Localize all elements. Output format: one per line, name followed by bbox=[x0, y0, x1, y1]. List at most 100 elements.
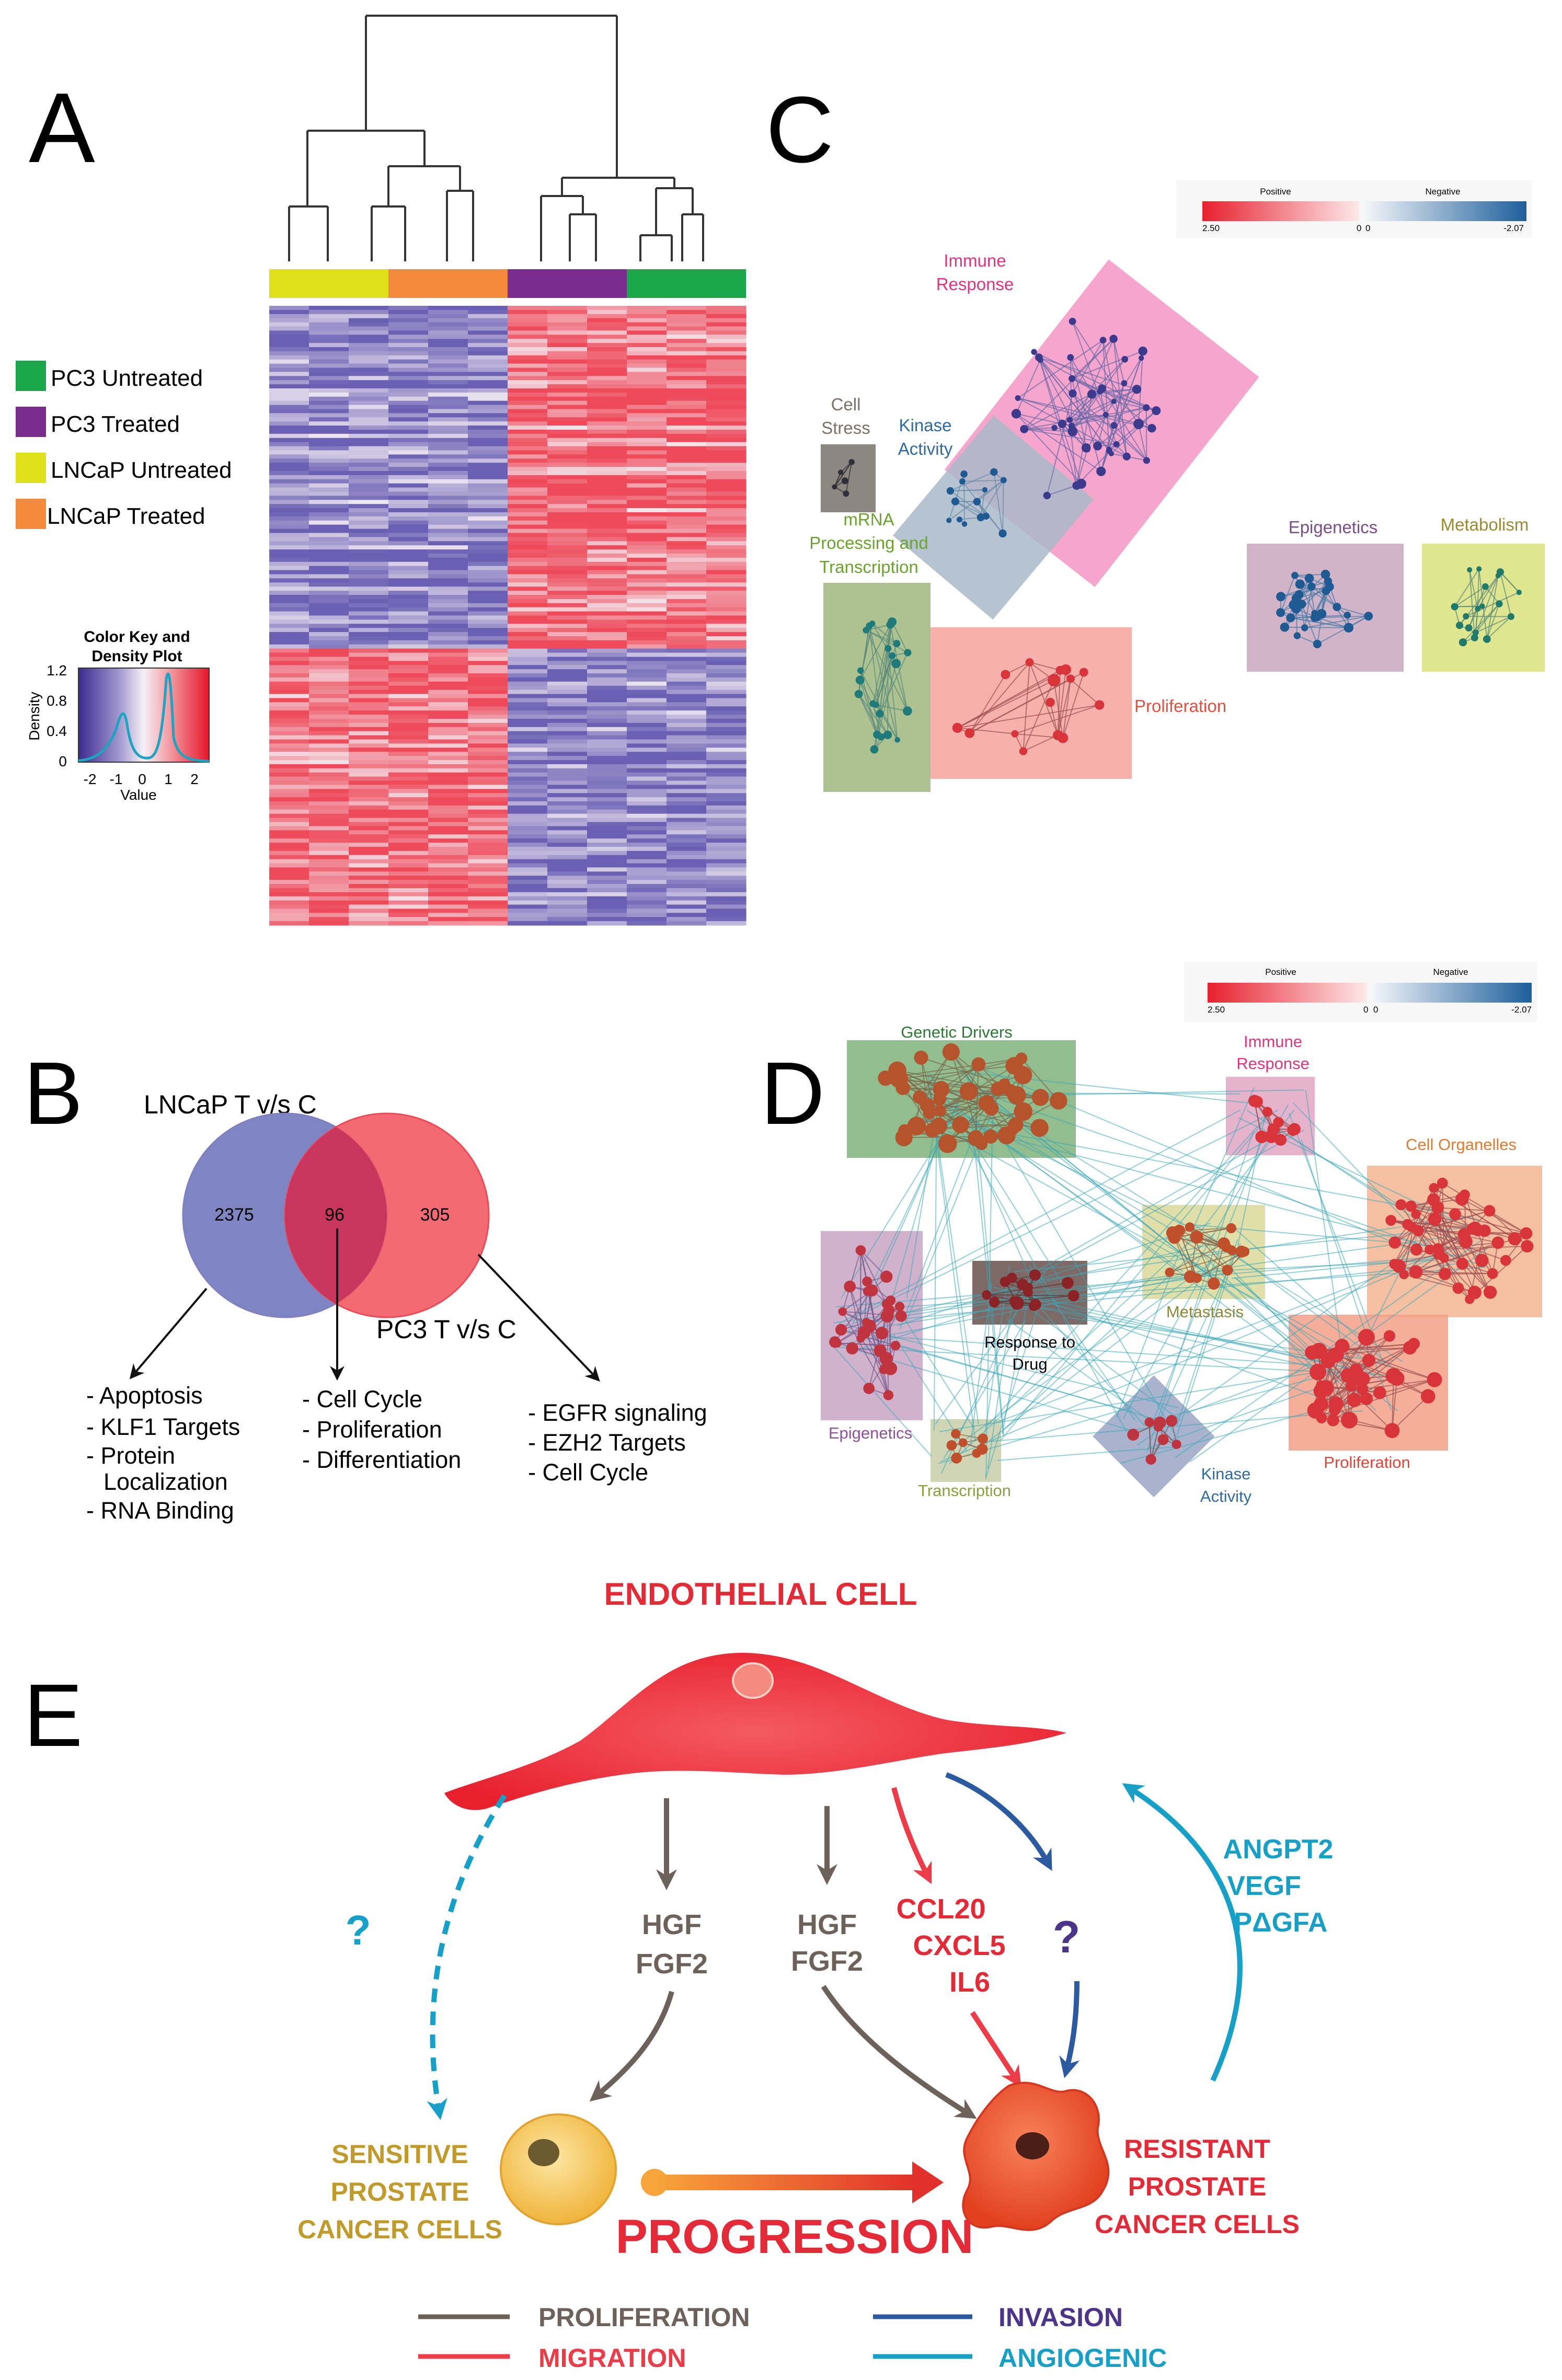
heatmap-cell bbox=[468, 430, 508, 434]
heatmap-cell bbox=[269, 652, 309, 658]
network-node bbox=[835, 1324, 847, 1336]
network-edge bbox=[929, 1072, 1065, 1286]
heatmap-cell bbox=[388, 904, 429, 909]
heatmap-cell bbox=[269, 846, 309, 852]
heatmap-cell bbox=[587, 330, 627, 335]
heatmap-cell bbox=[667, 458, 707, 463]
heatmap-cell bbox=[547, 685, 588, 691]
heatmap-cell bbox=[706, 768, 746, 773]
heatmap-cell bbox=[428, 743, 468, 748]
network-node bbox=[1061, 1277, 1074, 1289]
heatmap-cell bbox=[706, 483, 746, 488]
heatmap-cell bbox=[547, 719, 588, 723]
heatmap-cell bbox=[547, 400, 588, 406]
heatmap-cell bbox=[667, 752, 707, 756]
heatmap-cell bbox=[508, 351, 548, 356]
heatmap-cell bbox=[468, 409, 508, 413]
heatmap-cell bbox=[627, 743, 667, 748]
heatmap-cell bbox=[468, 471, 508, 476]
heatmap-cell bbox=[508, 380, 548, 385]
heatmap-cell bbox=[706, 561, 746, 567]
heatmap-cell bbox=[508, 793, 548, 798]
heatmap-cell bbox=[627, 797, 667, 802]
heatmap-cell bbox=[667, 673, 707, 678]
heatmap-cell bbox=[587, 355, 627, 360]
network-edge bbox=[1169, 1251, 1245, 1273]
network-node bbox=[903, 706, 912, 716]
heatmap-cell bbox=[388, 409, 429, 413]
heatmap-cell bbox=[547, 801, 588, 806]
network-node bbox=[951, 497, 959, 505]
heatmap-cell bbox=[349, 719, 389, 723]
heatmap-cell bbox=[667, 685, 707, 691]
heatmap-cell bbox=[388, 347, 429, 352]
term: - Differentiation bbox=[302, 1446, 461, 1473]
color-key-ytick-2: 0.8 bbox=[47, 693, 67, 709]
heatmap-cell bbox=[388, 533, 429, 537]
heatmap-cell bbox=[706, 537, 746, 542]
heatmap-cell bbox=[706, 710, 746, 715]
heatmap-cell bbox=[508, 524, 548, 530]
heatmap-cell bbox=[547, 557, 588, 562]
heatmap-cell bbox=[627, 884, 667, 889]
heatmap-cell bbox=[388, 661, 429, 665]
heatmap-cell bbox=[547, 698, 588, 703]
heatmap-cell bbox=[349, 669, 389, 674]
heatmap-cell bbox=[587, 574, 627, 579]
heatmap-cell bbox=[627, 367, 667, 372]
heatmap-cell bbox=[388, 446, 429, 451]
network-edge bbox=[931, 1075, 1127, 1432]
network-node bbox=[907, 1117, 926, 1135]
heatmap-cell bbox=[388, 557, 429, 562]
network-node bbox=[1145, 1454, 1156, 1465]
heatmap-cell bbox=[269, 752, 309, 756]
heatmap-cell bbox=[508, 467, 548, 472]
heatmap-cell bbox=[547, 615, 588, 620]
network-node bbox=[1291, 572, 1299, 579]
network-node bbox=[1138, 346, 1147, 356]
heatmap-cell bbox=[587, 467, 627, 472]
heatmap-cell bbox=[349, 615, 389, 620]
heatmap-cell bbox=[269, 343, 309, 348]
heatmap-cell bbox=[508, 603, 548, 608]
heatmap-cell bbox=[627, 661, 667, 665]
heatmap-cell bbox=[349, 756, 389, 761]
heatmap-cell bbox=[706, 512, 746, 517]
heatmap-cell bbox=[547, 818, 588, 823]
heatmap-cell bbox=[627, 351, 667, 356]
network-node bbox=[1449, 1208, 1461, 1221]
heatmap-cell bbox=[627, 496, 667, 500]
heatmap-cell bbox=[309, 636, 349, 641]
network-node bbox=[951, 1429, 961, 1439]
heatmap-cell bbox=[627, 491, 667, 496]
heatmap-cell bbox=[468, 496, 508, 500]
network-edge bbox=[1010, 1293, 1181, 1421]
heatmap-cell bbox=[309, 450, 349, 455]
heatmap-cell bbox=[269, 433, 309, 439]
heatmap-cell bbox=[269, 768, 309, 773]
heatmap-cell bbox=[349, 595, 389, 600]
heatmap-cell bbox=[388, 702, 429, 707]
network-node bbox=[1491, 1236, 1504, 1249]
heatmap-cell bbox=[587, 603, 627, 608]
network-node bbox=[1508, 1232, 1522, 1246]
network-edge bbox=[1069, 388, 1103, 420]
network-edge bbox=[859, 680, 878, 735]
heatmap-cell bbox=[547, 846, 588, 852]
network-node bbox=[1014, 1102, 1033, 1121]
network-edge bbox=[835, 1346, 1394, 1376]
heatmap-cell bbox=[547, 413, 588, 418]
heatmap-cell bbox=[468, 884, 508, 889]
heatmap-cell bbox=[428, 756, 468, 761]
heatmap-cell bbox=[468, 752, 508, 756]
heatmap-cell bbox=[349, 822, 389, 826]
heatmap-cell bbox=[627, 834, 667, 839]
heatmap-cell bbox=[547, 892, 588, 897]
heatmap-cell bbox=[667, 710, 707, 715]
heatmap-cell bbox=[269, 896, 309, 901]
heatmap-cell bbox=[706, 578, 746, 583]
heatmap-cell bbox=[706, 735, 746, 740]
heatmap-cell bbox=[269, 458, 309, 463]
heatmap-cell bbox=[269, 722, 309, 728]
heatmap-cell bbox=[468, 731, 508, 736]
